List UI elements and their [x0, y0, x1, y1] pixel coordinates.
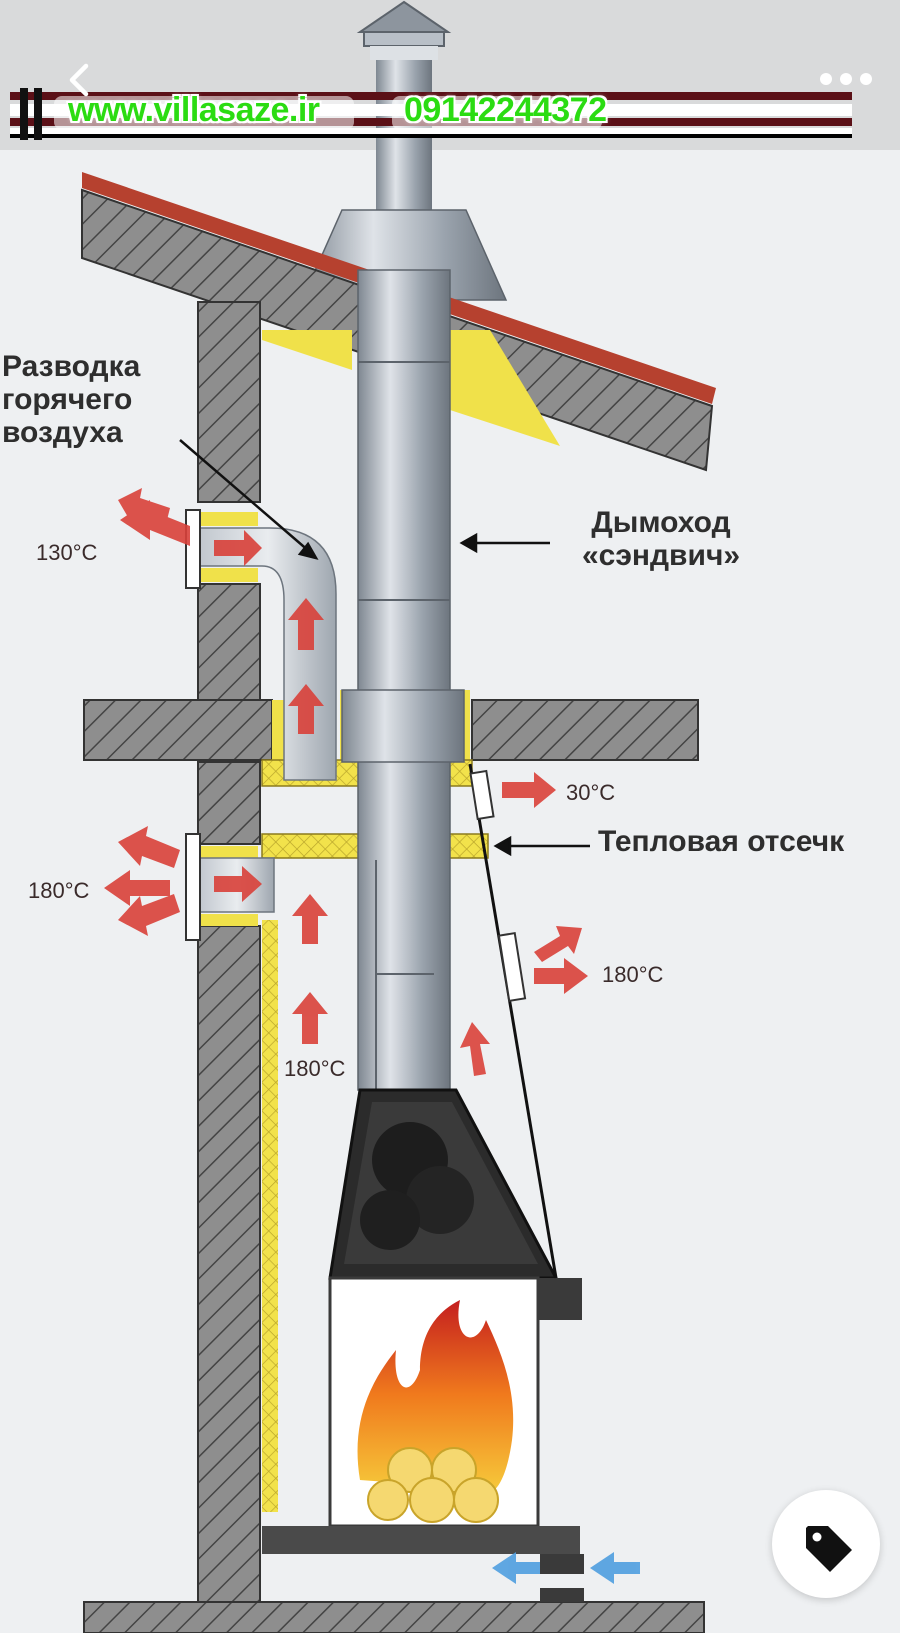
banner [10, 88, 852, 140]
temp-right: 180°C [602, 962, 664, 987]
chimney-pipe [341, 269, 465, 1091]
cold-air-arrows [492, 1552, 640, 1584]
fireplace-casing [468, 763, 558, 1279]
chevron-left-icon [69, 63, 89, 97]
more-horizontal-icon [820, 73, 872, 85]
label-hot-air-distribution: Разводка горячего воздуха [2, 350, 141, 449]
left-wall [197, 301, 261, 1617]
label-heat-cut: Тепловая отсечк [598, 825, 845, 858]
leader-lines [179, 439, 590, 857]
back-button[interactable] [58, 58, 102, 102]
banner-url: www.villasaze.ir [68, 91, 320, 129]
tag-icon [806, 1526, 852, 1572]
more-options-button[interactable] [816, 64, 876, 94]
fireplace [262, 1088, 584, 1602]
banner-phone: 09142244372 [404, 91, 607, 129]
tag-button[interactable] [772, 1490, 880, 1598]
ceiling-slab [83, 699, 705, 1633]
temp-mid-left: 180°C [28, 878, 90, 903]
temp-center: 180°C [284, 1056, 346, 1081]
hot-air-arrows [104, 488, 588, 1076]
label-sandwich-chimney: Дымоход «сэндвич» [581, 506, 741, 572]
temp-top: 130°C [36, 540, 98, 565]
temp-mid-right: 30°C [566, 780, 616, 805]
